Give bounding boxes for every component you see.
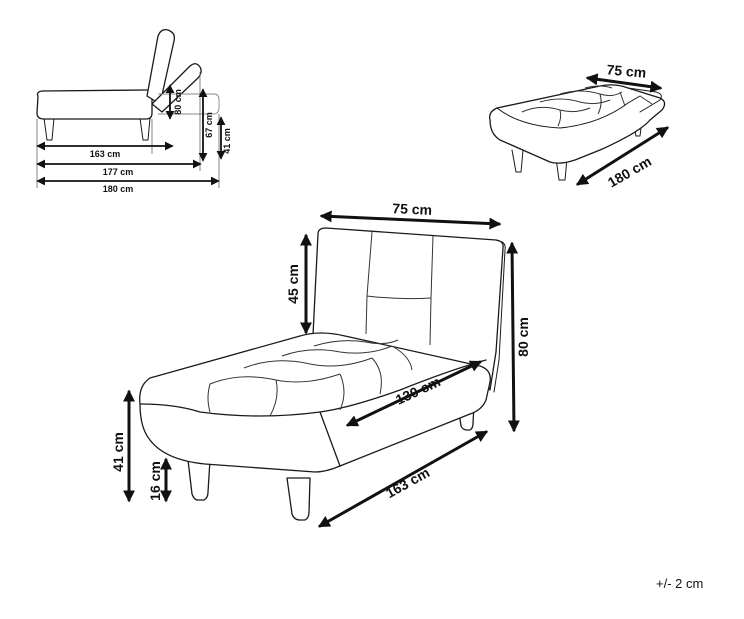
flat-view-leg-front-left xyxy=(511,149,524,173)
side-view-upright-back xyxy=(146,28,176,105)
dim-line-180cm-flat xyxy=(575,126,670,186)
label-180cm-flat: 180 cm xyxy=(605,153,654,191)
label-16cm-main: 16 cm xyxy=(147,461,163,501)
side-view-seat xyxy=(36,89,153,120)
main-view-leg-front-right xyxy=(286,477,311,521)
dim-line-80cm-main xyxy=(506,241,520,433)
label-177cm-side: 177 cm xyxy=(103,167,134,177)
label-80cm-main: 80 cm xyxy=(515,317,531,357)
label-41cm-main: 41 cm xyxy=(110,432,126,472)
label-67cm-reclined: 67 cm xyxy=(204,112,214,138)
main-view-leg-front-left xyxy=(187,459,211,501)
side-view-front-leg xyxy=(43,117,55,141)
tolerance-note: +/- 2 cm xyxy=(656,576,704,591)
label-80cm-folded: 80 cm xyxy=(173,89,183,115)
label-45cm-main: 45 cm xyxy=(285,264,301,304)
label-75cm-main: 75 cm xyxy=(392,200,432,218)
side-view-reclined-back xyxy=(151,63,202,113)
label-163cm-side: 163 cm xyxy=(90,149,121,159)
label-41cm-seat: 41 cm xyxy=(222,128,232,154)
label-180cm-side: 180 cm xyxy=(103,184,134,194)
flat-view-body xyxy=(489,84,666,164)
main-view-drawing xyxy=(139,227,506,521)
dim-line-75cm-flat xyxy=(585,73,663,93)
label-75cm-flat: 75 cm xyxy=(606,61,647,80)
side-view-flat-outline xyxy=(158,93,220,115)
dim-line-130cm-main xyxy=(345,360,483,427)
side-view-back-leg xyxy=(139,117,151,141)
flat-view-leg-front-right xyxy=(555,157,568,181)
dim-line-163cm-main xyxy=(317,430,489,528)
dim-line-75cm-main xyxy=(319,210,502,230)
label-163cm-main: 163 cm xyxy=(383,464,432,501)
